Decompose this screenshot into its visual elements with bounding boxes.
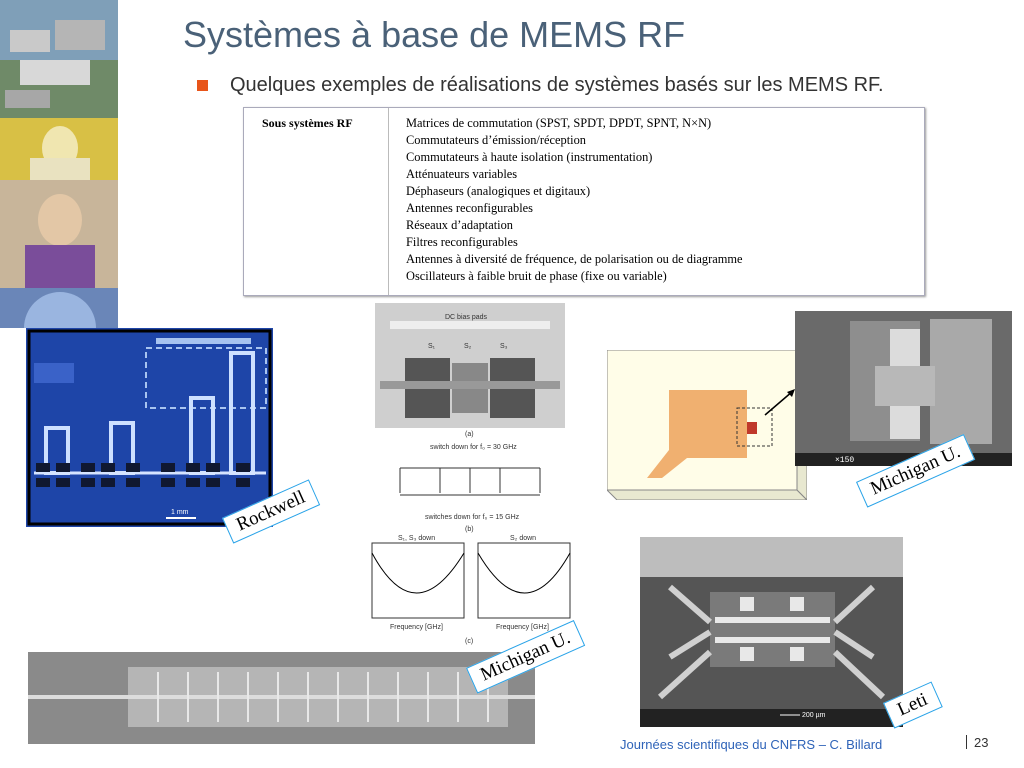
- table-row: Déphaseurs (analogiques et digitaux): [406, 184, 591, 198]
- table-left-column: Sous systèmes RF: [244, 108, 389, 295]
- aerial-campus-photo: [0, 0, 118, 118]
- pointer-arrow: [764, 389, 795, 416]
- s3-label: S₃: [500, 343, 508, 350]
- fig-label-b: (b): [465, 526, 474, 533]
- table-row: Antennes reconfigurables: [406, 201, 533, 215]
- table-row: Antennes à diversité de fréquence, de po…: [406, 252, 743, 266]
- page-separator: [966, 735, 967, 749]
- table-row-list: Matrices de commutation (SPST, SPDT, DPD…: [406, 115, 742, 285]
- fig-label-a: (a): [465, 431, 474, 438]
- cleanroom-photo: [0, 118, 118, 180]
- plot1-xlabel: Frequency [GHz]: [390, 624, 443, 631]
- table-row: Commutateurs d’émission/réception: [406, 133, 586, 147]
- wafer-photo: [0, 288, 118, 328]
- slide-title: Systèmes à base de MEMS RF: [183, 14, 686, 55]
- page-number: 23: [974, 735, 989, 750]
- plot2-xlabel: Frequency [GHz]: [496, 624, 549, 631]
- footer-text: Journées scientifiques du CNFRS – C. Bil…: [620, 737, 883, 752]
- plot1-title: S₁, S₃ down: [398, 535, 435, 542]
- michigan-circuit-figure: DC bias pads S₁ S₂ S₃ (a) switch down fo…: [360, 303, 590, 648]
- fig-label-c: (c): [465, 638, 473, 645]
- bullet-text: Quelques exemples de réalisations de sys…: [230, 74, 884, 96]
- michigan-antenna-diagram: [607, 350, 807, 500]
- table-row: Oscillateurs à faible bruit de phase (fi…: [406, 269, 667, 283]
- dc-bias-label: DC bias pads: [445, 314, 488, 321]
- sem-bar-label: ×150: [835, 456, 854, 465]
- table-row: Filtres reconfigurables: [406, 235, 518, 249]
- table-row: Commutateurs à haute isolation (instrume…: [406, 150, 653, 164]
- lab-technician-photo: [0, 180, 118, 288]
- michigan-sem-image: ×150: [795, 311, 1012, 466]
- long-switch-line-image: [28, 652, 535, 744]
- switch-30-label: switch down for f₀ = 30 GHz: [430, 444, 517, 451]
- leti-sem-image: 200 µm: [640, 537, 903, 727]
- leti-scale-label: 200 µm: [802, 712, 826, 719]
- s2-label: S₂: [464, 343, 472, 350]
- table-header: Sous systèmes RF: [262, 116, 353, 130]
- s1-label: S₁: [428, 343, 436, 350]
- table-row: Atténuateurs variables: [406, 167, 518, 181]
- table-row: Matrices de commutation (SPST, SPDT, DPD…: [406, 116, 712, 130]
- plot2-title: S₂ down: [510, 535, 536, 542]
- rockwell-scale-label: 1 mm: [171, 509, 189, 516]
- rockwell-chip-image: 1 mm: [26, 328, 273, 527]
- switch-15-label: switches down for f₀ = 15 GHz: [425, 514, 520, 521]
- table-row: Réseaux d’adaptation: [406, 218, 514, 232]
- bullet-marker: [197, 80, 208, 91]
- rf-subsystems-table: Sous systèmes RF Matrices de commutation…: [243, 107, 925, 296]
